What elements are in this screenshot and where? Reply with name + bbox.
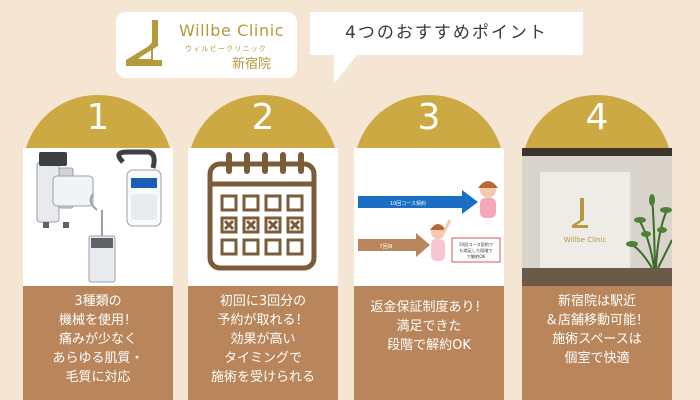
card-line: 効果が高い — [230, 332, 296, 347]
note-line: も満足した段階で — [459, 247, 493, 254]
brand-name: Willbe Clinic — [179, 21, 285, 40]
note-line: で解約OK — [467, 253, 486, 260]
card-line: 毛質に対応 — [65, 370, 131, 385]
card-line: 機械を使用！ — [58, 313, 137, 328]
card-line: 予約が取れる！ — [217, 313, 309, 328]
card-line: 個室で快適 — [564, 351, 630, 366]
point-card-2: 2 初回に3回分の 予約が取れる！ 効果が高い — [188, 95, 338, 400]
card-line: 新宿院は駅近 — [557, 294, 636, 309]
card-number: 2 — [251, 97, 275, 138]
card-number: 1 — [86, 97, 110, 138]
card-description: 返金保証制度あり！ 満足できた 段階で解約OK — [354, 286, 504, 400]
wall-logo-icon — [572, 198, 584, 228]
arrow-bottom-label: 7回目 — [379, 244, 392, 250]
card-line: 初回に3回分の — [219, 294, 307, 309]
point-card-4: 4 Willbe Clinic 新宿院は駅近 ＆店舗移動可能！ 施術スペ — [522, 95, 672, 400]
speech-bubble: 4つのおすすめポイント — [310, 12, 583, 55]
card-line: タイミングで — [223, 351, 302, 366]
note-line: 10回コース契約で — [459, 241, 493, 248]
card-number: 3 — [417, 97, 441, 138]
card-line: 施術を受けられる — [210, 370, 315, 385]
card-number: 4 — [585, 97, 609, 138]
arrow-top-label: 10回コース契約 — [390, 200, 426, 207]
speech-bubble-tail — [334, 54, 358, 84]
branch-name: 新宿院 — [232, 57, 272, 72]
headline: 4つのおすすめポイント — [345, 23, 548, 43]
card-description: 新宿院は駅近 ＆店舗移動可能！ 施術スペースは 個室で快適 — [522, 286, 672, 400]
room-sign-text: Willbe Clinic — [564, 236, 607, 244]
clinic-logo-box: Willbe Clinic ウィルビークリニック 新宿院 — [116, 12, 297, 78]
card-line: 段階で解約OK — [387, 338, 471, 353]
clinic-room-image: Willbe Clinic — [522, 148, 672, 286]
card-line: 満足できた — [396, 319, 462, 334]
card-line: ＆店舗移動可能！ — [544, 313, 649, 328]
card-line: 3種類の — [74, 294, 122, 309]
point-card-1: 1 3種類の 機械を使用！ 痛みが少なく あらゆる肌質・ 毛質に対応 — [23, 95, 173, 400]
card-description: 3種類の 機械を使用！ 痛みが少なく あらゆる肌質・ 毛質に対応 — [23, 286, 173, 400]
card-line: 施術スペースは — [552, 332, 642, 347]
card-line: あらゆる肌質・ — [52, 351, 144, 366]
clinic-logo-icon — [126, 20, 162, 66]
brand-kana: ウィルビークリニック — [185, 45, 267, 53]
point-card-3: 3 10回コース契約 7回目 10回コース契約で も満足した段階で で解約OK — [354, 95, 504, 400]
card-line: 痛みが少なく — [58, 332, 137, 347]
calendar-icon — [188, 148, 338, 286]
refund-diagram-image: 10回コース契約 7回目 10回コース契約で も満足した段階で で解約OK — [354, 148, 504, 286]
card-line: 返金保証制度あり！ — [370, 300, 488, 315]
card-description: 初回に3回分の 予約が取れる！ 効果が高い タイミングで 施術を受けられる — [188, 286, 338, 400]
laser-machines-image — [23, 148, 173, 286]
